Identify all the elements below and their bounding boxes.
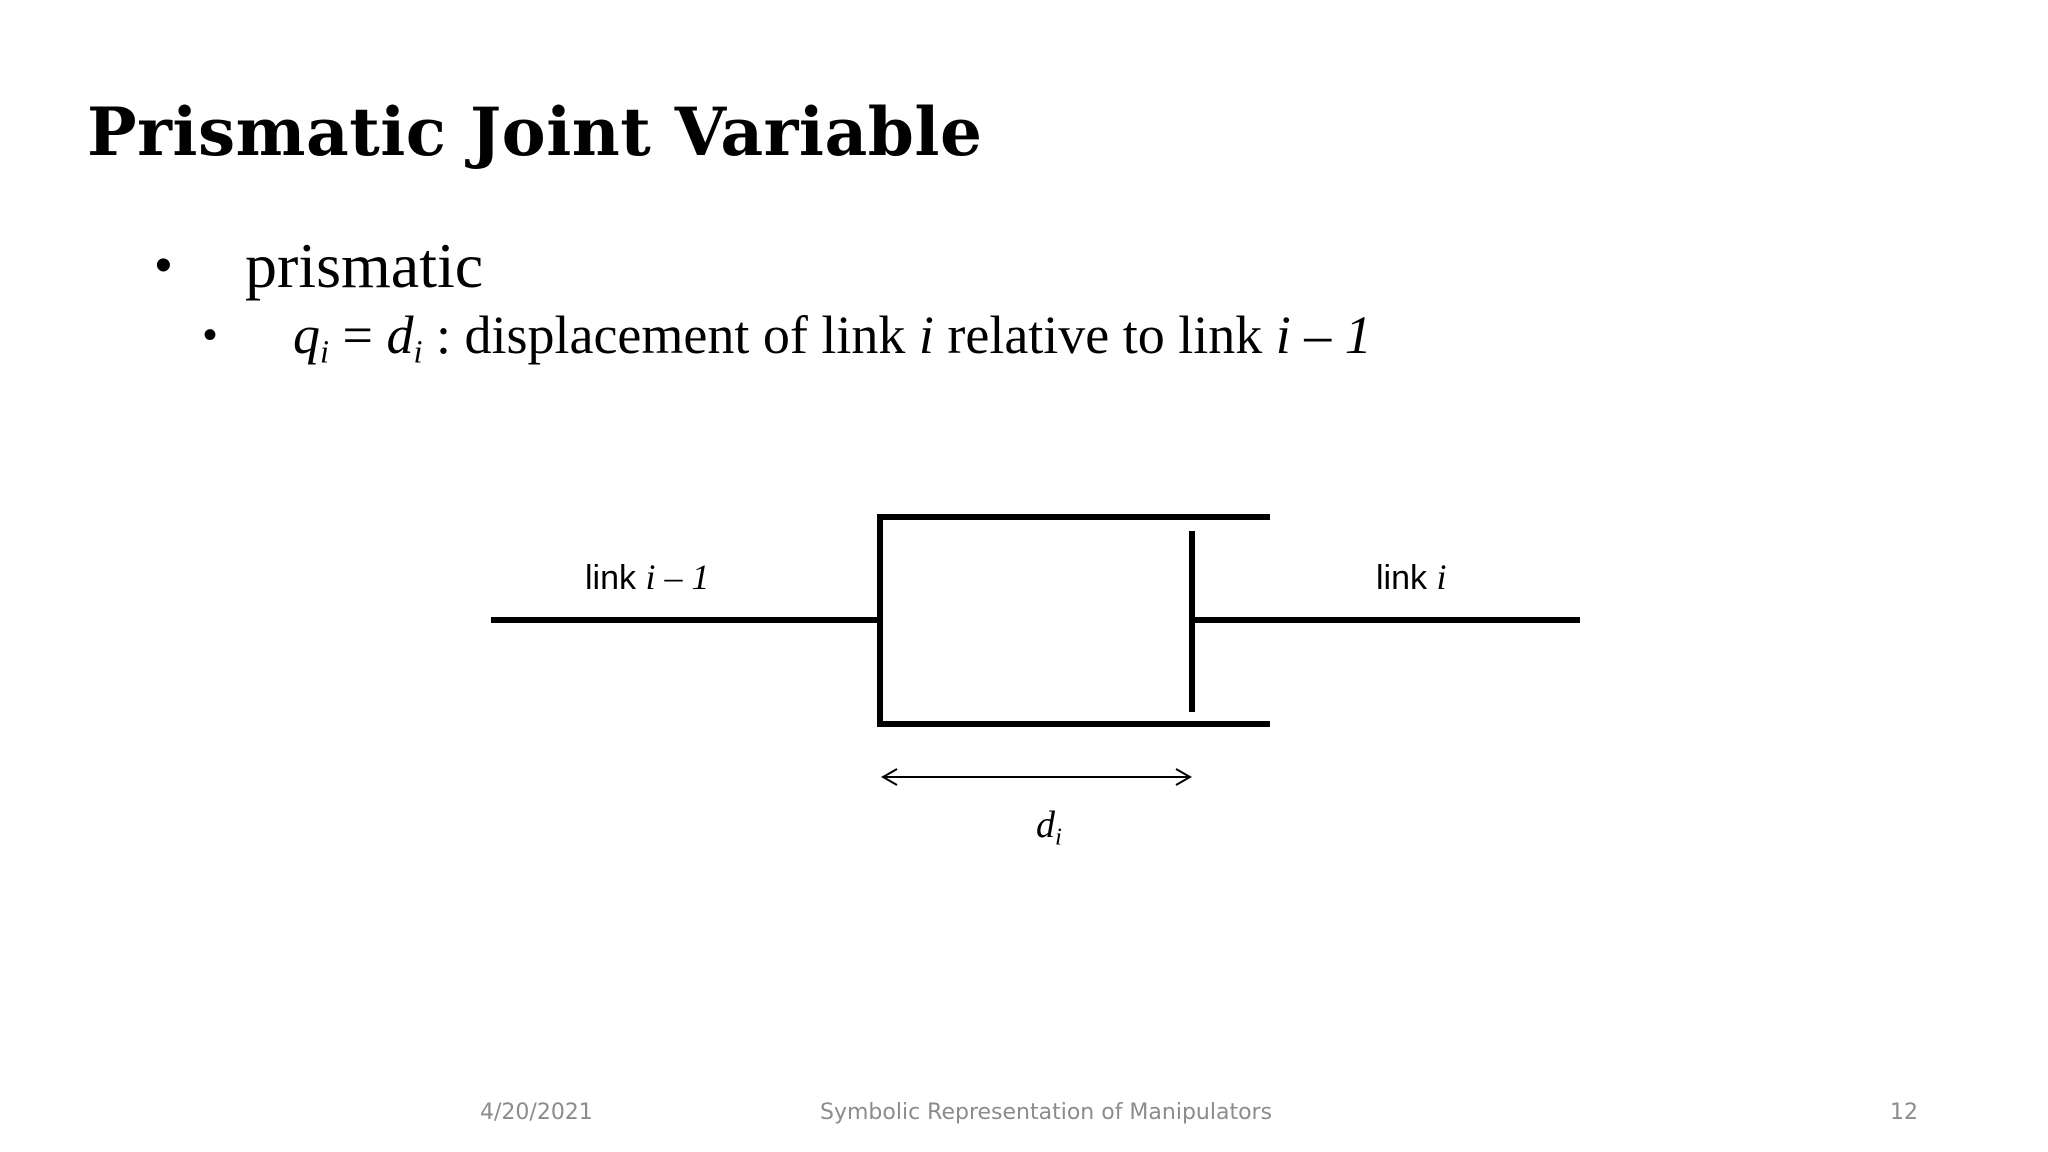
- definition-text-part1: : displacement of link: [422, 305, 919, 365]
- footer-date: 4/20/2021: [480, 1100, 593, 1125]
- joint-variable-definition: qi = di : displacement of link i relativ…: [293, 300, 1372, 370]
- q-subscript: i: [320, 334, 329, 371]
- link-label-variable: i – 1: [645, 557, 710, 597]
- q-symbol: q: [293, 305, 320, 365]
- d-subscript: i: [413, 334, 423, 371]
- link-index: i: [918, 305, 934, 365]
- displacement-label: di: [1036, 803, 1062, 851]
- footer-page-number: 12: [1890, 1100, 1918, 1125]
- footer-title: Symbolic Representation of Manipulators: [820, 1100, 1273, 1125]
- link-label-prefix: link: [585, 559, 646, 597]
- link-previous-label: link i – 1: [585, 557, 709, 598]
- link-label-variable: i: [1436, 557, 1447, 597]
- bullet-text: prismatic: [245, 230, 484, 301]
- equals-sign: =: [329, 305, 387, 365]
- link-label-prefix: link: [1376, 559, 1437, 597]
- displacement-symbol: d: [1036, 804, 1055, 846]
- d-symbol: d: [386, 305, 414, 365]
- bullet-marker: •: [155, 239, 172, 292]
- previous-link-index: i – 1: [1275, 305, 1372, 365]
- definition-text-part2: relative to link: [933, 305, 1276, 365]
- displacement-arrow: [880, 768, 1193, 786]
- slide-title: Prismatic Joint Variable: [87, 93, 983, 171]
- link-next-label: link i: [1376, 557, 1446, 598]
- bullet-marker: •: [203, 313, 218, 357]
- displacement-subscript: i: [1055, 823, 1062, 851]
